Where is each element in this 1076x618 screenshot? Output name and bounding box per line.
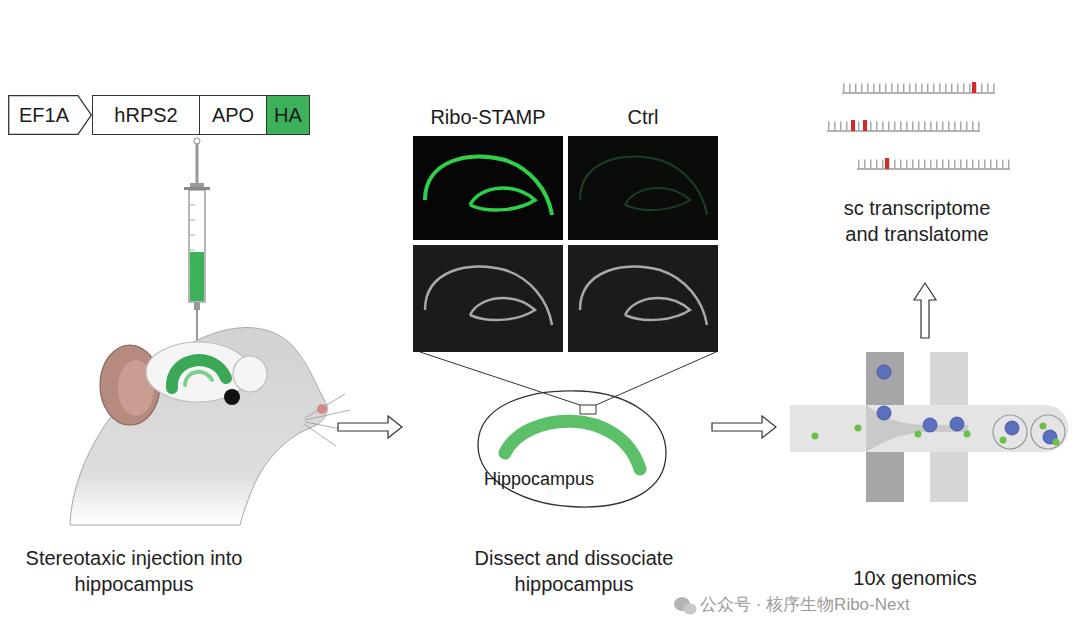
slice-outline — [470, 383, 670, 511]
sequencing-reads — [827, 82, 1010, 169]
construct-label: hRPS2 — [114, 104, 177, 127]
output-label: sc transcriptome and translatome — [827, 195, 1007, 247]
flow-arrow — [914, 283, 936, 338]
mouse — [70, 328, 350, 525]
step-caption: Dissect and dissociate hippocampus — [452, 545, 696, 597]
micrograph-panel: Ribo-STAMP — [413, 104, 563, 240]
construct-label: EF1A — [19, 104, 69, 127]
flow-arrow — [712, 416, 776, 438]
construct-label: APO — [212, 104, 254, 127]
gene-box: hRPS2 — [92, 95, 200, 135]
promoter-arrow: EF1A — [8, 95, 92, 135]
flow-arrow — [338, 416, 402, 438]
panel-heading: Ribo-STAMP — [413, 106, 563, 129]
construct-label: HA — [274, 104, 302, 127]
micrograph — [413, 136, 718, 352]
gene-box: APO — [199, 95, 267, 135]
zoom-lines — [420, 352, 716, 414]
watermark: 公众号 · 核序生物Ribo-Next — [700, 594, 1030, 616]
region-label: Hippocampus — [484, 469, 594, 490]
micrograph-panel: Ctrl — [568, 104, 718, 240]
step-caption: Stereotaxic injection into hippocampus — [20, 545, 248, 597]
watermark-icon — [674, 597, 697, 615]
brain-slice: Hippocampus — [470, 383, 670, 511]
microfluidic-chip — [790, 352, 1068, 502]
step-caption: 10x genomics — [830, 565, 1000, 591]
tag-box: HA — [266, 95, 310, 135]
panel-heading: Ctrl — [568, 106, 718, 129]
syringe — [184, 138, 210, 352]
